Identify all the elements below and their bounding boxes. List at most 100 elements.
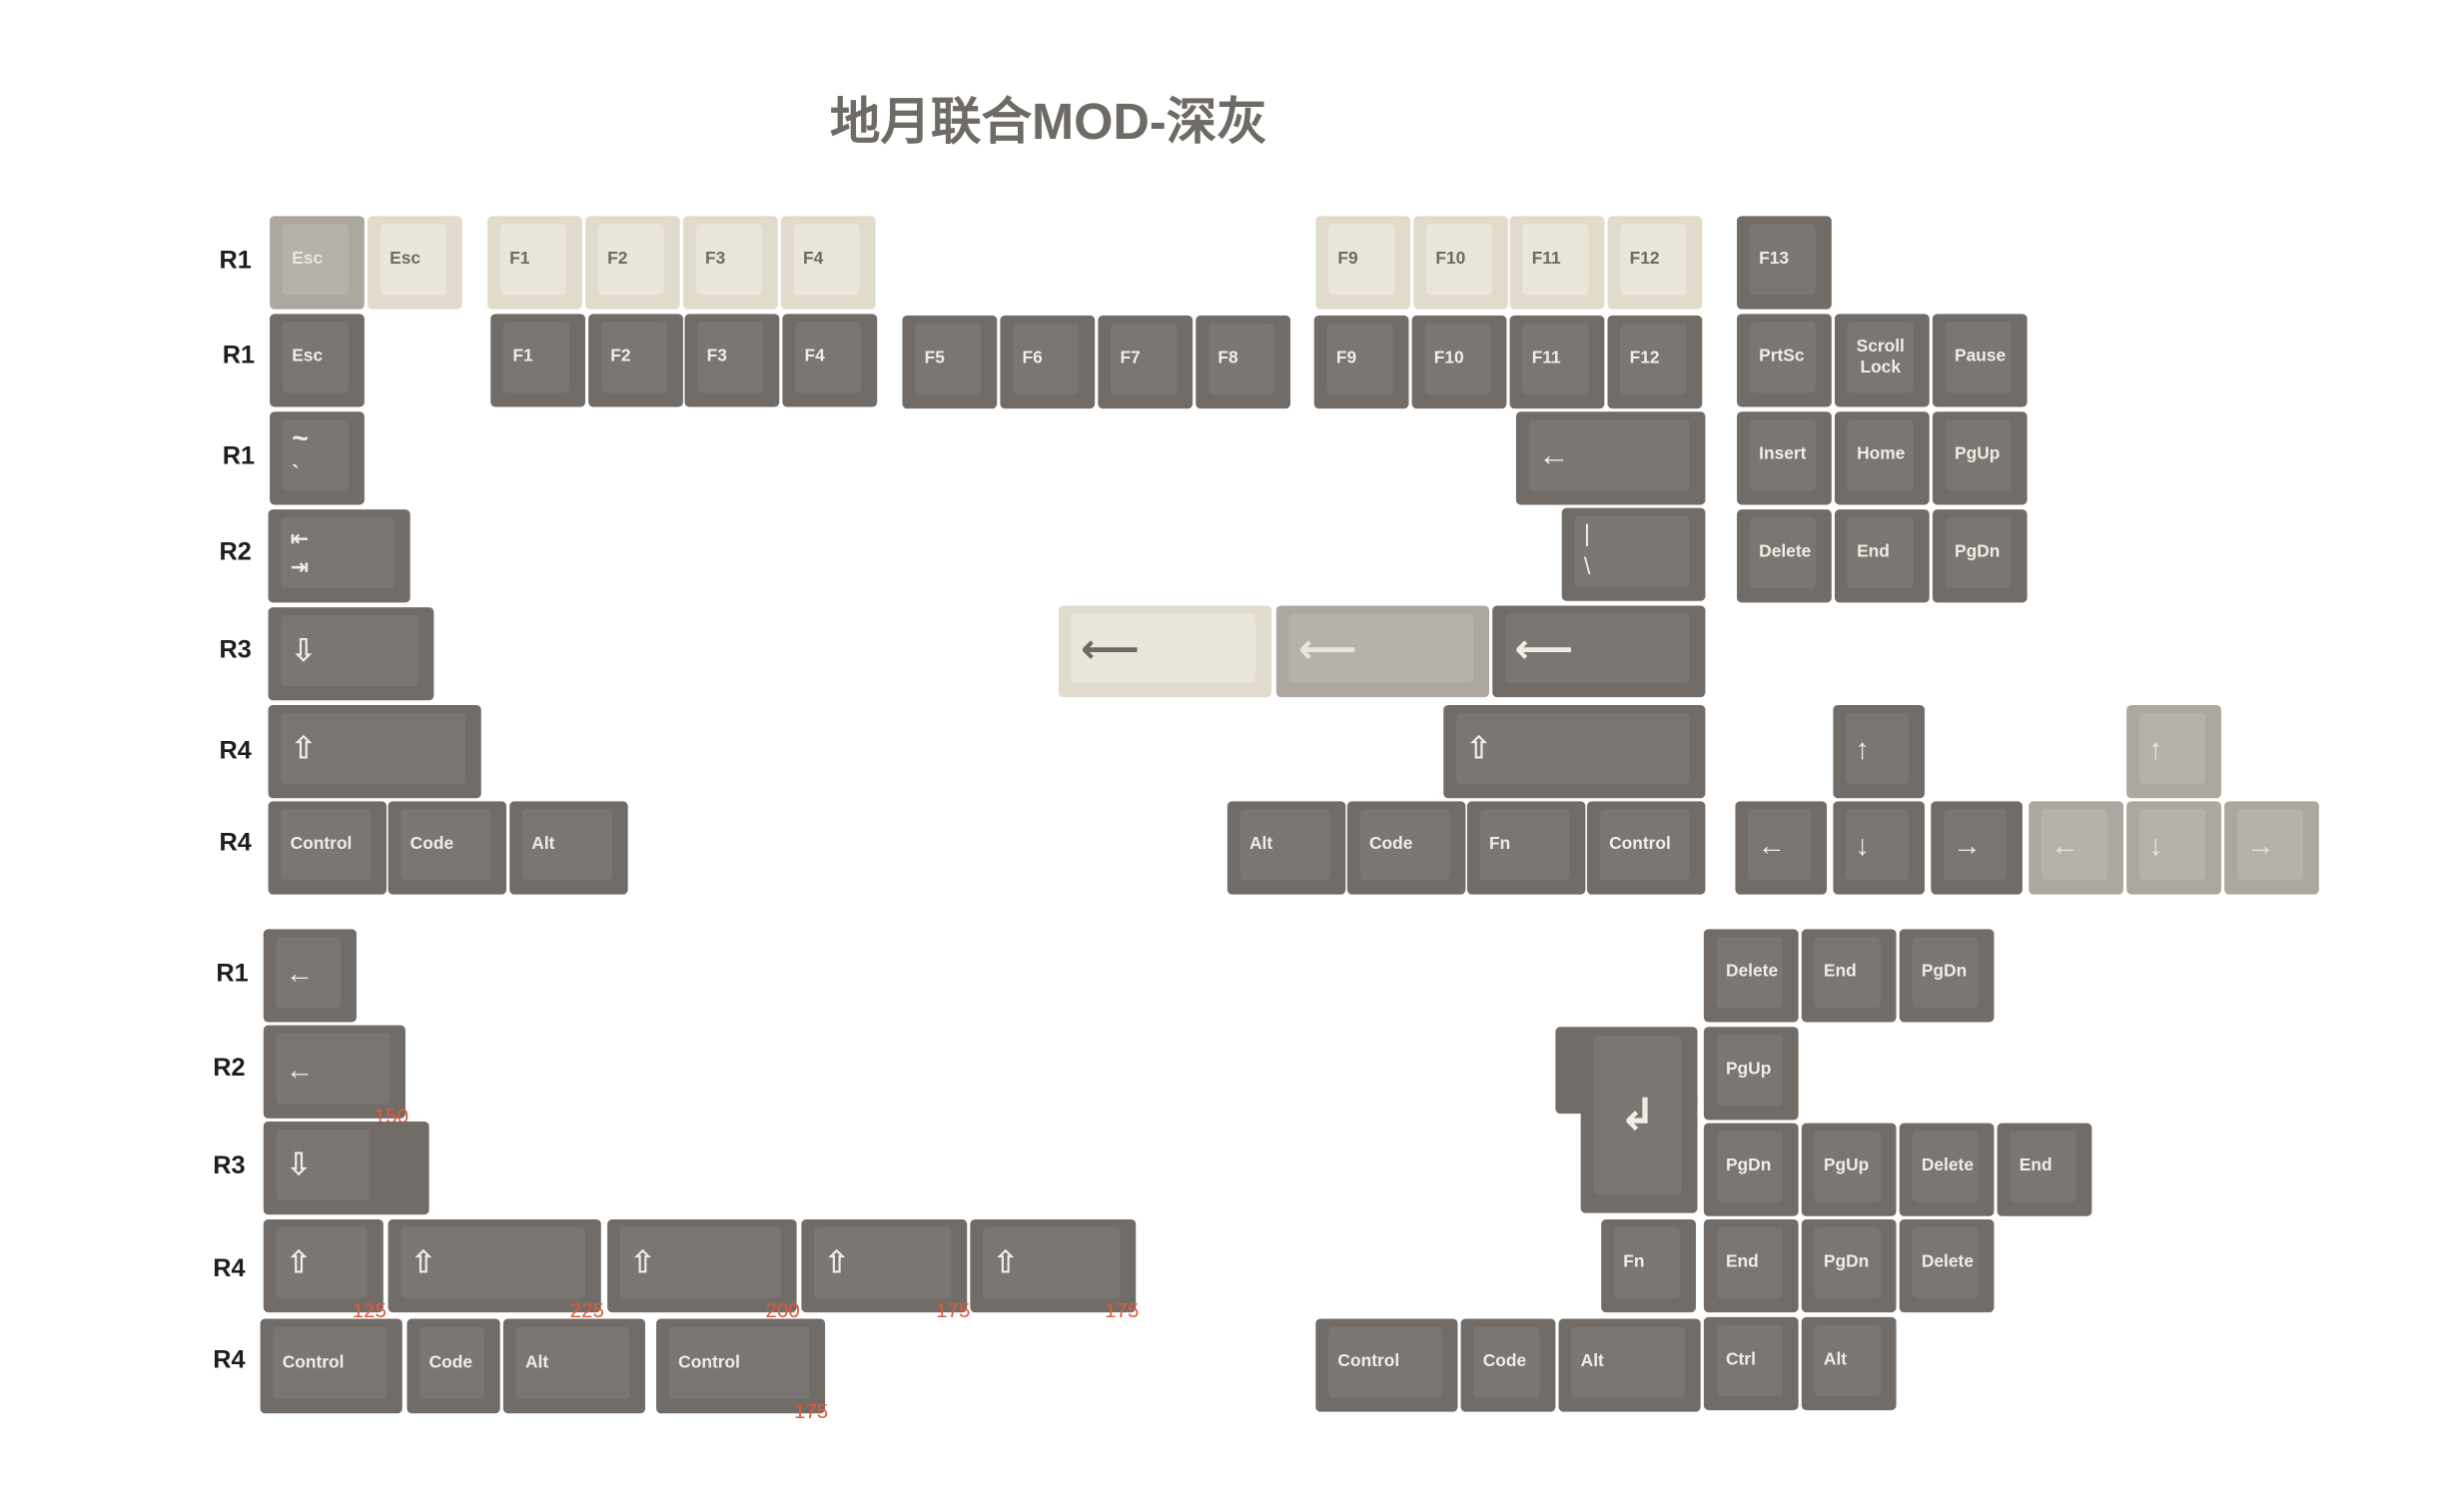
key-pgdn-extra-2: PgDn <box>1703 1123 1799 1216</box>
key-pgup-extra: PgUp <box>1703 1027 1799 1121</box>
key-end-extra-3: End <box>1703 1218 1799 1313</box>
tilde-glyph: ~ <box>292 422 309 454</box>
key-alt-right-extra: Alt <box>1558 1318 1701 1412</box>
key-code-extra: Code <box>406 1318 500 1414</box>
key-fn-extra: Fn <box>1601 1218 1696 1313</box>
arrow-down-icon: ↓ <box>2148 829 2163 861</box>
key-f3-cream: F3 <box>682 216 778 310</box>
pipe-glyph: | <box>1583 520 1590 548</box>
key-pgdn: PgDn <box>1932 509 2028 603</box>
size-label: 125 <box>352 1297 387 1322</box>
key-alt-1u: Alt <box>1801 1316 1897 1411</box>
key-backspace: ← <box>1515 411 1706 505</box>
key-f2-cream: F2 <box>584 216 680 310</box>
key-scroll-lock: Scroll Lock <box>1834 314 1930 407</box>
key-arrow-up: ↑ <box>1833 705 1925 799</box>
row-label: R4 <box>219 829 252 857</box>
key-shift-175-a: ⇧ 175 <box>801 1218 970 1322</box>
size-label: 175 <box>936 1297 971 1322</box>
key-f6: F6 <box>1000 315 1096 409</box>
key-esc-light: Esc <box>270 216 365 310</box>
key-backspace-1u: ← <box>263 929 357 1023</box>
arrow-up-icon: ↑ <box>2148 732 2163 765</box>
enter-arrow-icon: ⟵ <box>1080 624 1140 672</box>
key-right-shift: ⇧ <box>1443 705 1706 799</box>
tab-right-icon: ⇥ <box>290 553 310 579</box>
backslash-glyph: \ <box>1583 552 1591 580</box>
shift-arrow-icon: ⇧ <box>285 1245 313 1280</box>
key-arrow-left: ← <box>1735 801 1828 895</box>
row-label: R4 <box>213 1255 246 1283</box>
row-label: R4 <box>213 1346 246 1374</box>
key-shift-125: ⇧ 125 <box>263 1218 387 1322</box>
key-esc: Esc <box>270 314 365 407</box>
key-caps-lock: ⇩ <box>268 607 434 701</box>
caps-arrow-icon: ⇩ <box>285 1147 313 1182</box>
row-label: R3 <box>213 1152 246 1180</box>
key-fn: Fn <box>1466 801 1586 895</box>
key-prtsc: PrtSc <box>1737 314 1832 407</box>
key-insert: Insert <box>1737 411 1832 505</box>
key-enter-light: ⟵ <box>1275 605 1490 698</box>
row-label: R2 <box>219 539 252 567</box>
key-tab: ⇤⇥ <box>268 509 410 603</box>
key-delete-extra-2: Delete <box>1899 1123 1995 1216</box>
key-right-code: Code <box>1346 801 1466 895</box>
key-ctrl: Ctrl <box>1703 1316 1799 1411</box>
enter-arrow-icon: ⟵ <box>1297 624 1357 672</box>
key-left-code: Code <box>388 801 507 895</box>
row-label: R3 <box>219 637 252 664</box>
arrow-up-icon: ↑ <box>1855 732 1870 765</box>
key-left-alt: Alt <box>509 801 628 895</box>
key-alt-extra: Alt <box>502 1318 646 1414</box>
shift-arrow-icon: ⇧ <box>1465 731 1492 766</box>
key-shift-175-b: ⇧ 175 <box>970 1218 1139 1322</box>
row-label: R4 <box>219 738 252 766</box>
key-f11-cream: F11 <box>1509 216 1605 310</box>
key-left-control: Control <box>268 801 387 895</box>
key-delete: Delete <box>1737 509 1832 603</box>
key-f10: F10 <box>1411 315 1507 409</box>
key-delete-extra-3: Delete <box>1899 1218 1995 1313</box>
key-f5: F5 <box>902 315 998 409</box>
row-label: R1 <box>222 342 256 370</box>
key-shift-200: ⇧ 200 <box>607 1218 800 1322</box>
key-end: End <box>1834 509 1930 603</box>
arrow-right-icon: → <box>2246 829 2275 861</box>
backspace-arrow-icon: ← <box>285 956 315 989</box>
key-end-extra-2: End <box>1997 1123 2092 1216</box>
key-backspace-150: ← 150 <box>263 1025 408 1128</box>
tab-left-icon: ⇤ <box>290 524 310 550</box>
page-title: 地月联合MOD-深灰 <box>829 93 1267 151</box>
key-arrow-right-light: → <box>2224 801 2319 895</box>
key-f1-cream: F1 <box>487 216 582 310</box>
key-pgdn-extra: PgDn <box>1899 929 1995 1023</box>
shift-arrow-icon: ⇧ <box>409 1245 437 1280</box>
key-f9: F9 <box>1313 315 1409 409</box>
key-home: Home <box>1834 411 1930 505</box>
key-f12: F12 <box>1607 315 1703 409</box>
key-tilde: ~` <box>270 411 365 505</box>
key-stepped-caps: ⇩ <box>263 1122 429 1215</box>
key-backslash: |\ <box>1561 507 1706 601</box>
key-arrow-up-light: ↑ <box>2126 705 2221 799</box>
shift-arrow-icon: ⇧ <box>823 1245 850 1280</box>
key-f12-cream: F12 <box>1607 216 1703 310</box>
size-label: 175 <box>793 1399 829 1423</box>
caps-arrow-icon: ⇩ <box>290 633 318 668</box>
arrow-left-icon: ← <box>2050 829 2079 861</box>
key-f13: F13 <box>1737 216 1832 310</box>
key-enter-cream: ⟵ <box>1058 605 1272 698</box>
key-control-right-extra: Control <box>1315 1318 1458 1412</box>
key-arrow-down-light: ↓ <box>2126 801 2221 895</box>
key-f2: F2 <box>588 314 683 407</box>
key-f10-cream: F10 <box>1413 216 1509 310</box>
key-shift-225: ⇧ 225 <box>388 1218 604 1322</box>
key-code-right-extra: Code <box>1460 1318 1556 1412</box>
arrow-left-icon: ← <box>1757 829 1786 861</box>
key-f3: F3 <box>684 314 780 407</box>
key-f1: F1 <box>490 314 585 407</box>
backtick-glyph: ` <box>292 459 300 486</box>
shift-arrow-icon: ⇧ <box>629 1245 656 1280</box>
